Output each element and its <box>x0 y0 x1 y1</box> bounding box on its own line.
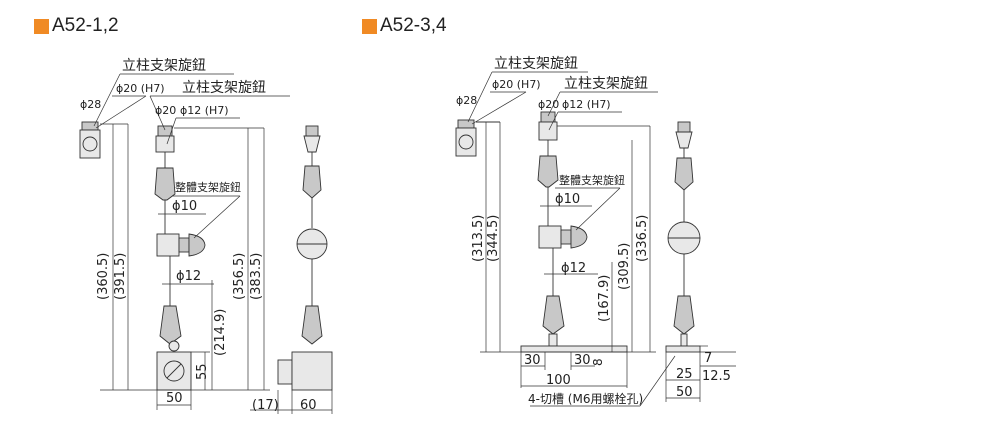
dim-label-336-5: (336.5) <box>635 215 650 262</box>
dim-label-7: 7 <box>704 351 712 366</box>
side-top-clamp <box>675 131 693 149</box>
header-right: A52-3,4 <box>362 14 447 38</box>
dim-label-309-5: (309.5) <box>617 243 632 290</box>
dim-label-313-5: (313.5) <box>471 215 486 262</box>
dim-label-100: 100 <box>546 373 571 388</box>
dim-label-391-5: (391.5) <box>113 253 128 300</box>
whole-knob <box>570 225 588 249</box>
lower-joint <box>159 305 182 345</box>
small-clamp-body <box>455 127 477 157</box>
small-clamp-top <box>457 119 475 129</box>
dim-label-50-right: 50 <box>676 385 693 400</box>
side-lower-joint <box>301 305 323 345</box>
leader <box>193 195 241 239</box>
side-upper-joint <box>674 157 694 191</box>
label-phi28: ϕ28 <box>456 94 477 107</box>
side-base-post <box>680 333 688 347</box>
leader <box>149 95 166 131</box>
small-clamp-body <box>79 129 101 159</box>
small-clamp-hole <box>82 136 98 152</box>
dim-label-167-9: (167.9) <box>597 275 612 322</box>
dim-label-50: 50 <box>166 391 183 406</box>
label-whole-knob: 整體支架旋鈕 <box>559 173 625 187</box>
label-phi12-h7: ϕ12 (H7) <box>562 98 611 111</box>
whole-knob <box>188 233 206 257</box>
leader <box>547 91 561 117</box>
dim-label-344-5: (344.5) <box>486 215 501 262</box>
label-phi28: ϕ28 <box>80 98 101 111</box>
base-pivot <box>168 340 180 352</box>
dim-label-214-9: (214.9) <box>213 309 228 356</box>
dim-label-60: 60 <box>300 398 317 413</box>
dim-label-30a: 30 <box>524 353 541 368</box>
label-phi20: ϕ20 <box>155 104 176 117</box>
label-phi20-h7: ϕ20 (H7) <box>116 82 165 95</box>
leader <box>575 187 621 231</box>
label-pillar-knob-2: 立柱支架旋鈕 <box>564 76 648 92</box>
dim-label-25: 25 <box>676 367 693 382</box>
dim-label-360-5: (360.5) <box>96 253 111 300</box>
header-right-title: A52-3,4 <box>380 15 447 36</box>
top-clamp-knob <box>540 111 556 123</box>
base-post <box>548 333 558 347</box>
orange-square-icon <box>362 18 377 34</box>
dim-label-12-5: 12.5 <box>702 369 731 384</box>
side-base-switch <box>277 359 293 385</box>
right-drawing: 立柱支架旋鈕 立柱支架旋鈕 ϕ20 (H7) ϕ28 ϕ20 ϕ12 (H7) … <box>455 56 736 407</box>
middle-clamp-neck <box>178 237 190 253</box>
middle-clamp <box>538 225 562 249</box>
leader <box>548 111 559 131</box>
label-phi10: ϕ10 <box>555 192 580 207</box>
header-left: A52-1,2 <box>34 14 119 38</box>
top-clamp-body <box>155 135 175 153</box>
side-base <box>291 351 333 391</box>
side-flat-base <box>665 345 701 353</box>
label-slot-note: 4-切槽 (M6用螺栓孔) <box>528 391 643 406</box>
leader <box>93 73 121 127</box>
side-top-knob <box>305 125 319 137</box>
label-pillar-knob-2: 立柱支架旋鈕 <box>182 80 266 96</box>
label-phi12: ϕ12 <box>561 261 586 276</box>
label-phi12: ϕ12 <box>176 269 201 284</box>
label-phi20: ϕ20 <box>538 98 559 111</box>
side-top-knob <box>677 121 691 133</box>
header-left-title: A52-1,2 <box>52 15 119 36</box>
dim-label-8: 8 <box>591 358 605 366</box>
label-phi20-h7: ϕ20 (H7) <box>492 78 541 91</box>
top-clamp-body <box>538 121 558 141</box>
leader <box>95 95 147 129</box>
orange-square-icon <box>34 18 49 34</box>
dim-label-30b: 30 <box>574 353 591 368</box>
label-pillar-knob: 立柱支架旋鈕 <box>494 56 578 72</box>
leader <box>467 71 493 123</box>
upper-joint <box>154 167 176 201</box>
dim-label-356-5: (356.5) <box>232 253 247 300</box>
side-upper-joint <box>302 165 322 199</box>
small-clamp-hole <box>458 134 474 150</box>
side-lower-joint <box>673 295 695 335</box>
dim-label-55: 55 <box>195 363 210 380</box>
left-drawing: 立柱支架旋鈕 立柱支架旋鈕 ϕ20 (H7) ϕ28 ϕ20 ϕ12 (H7) … <box>79 58 333 414</box>
lower-joint <box>542 295 565 335</box>
dim-label-17: (17) <box>252 398 279 413</box>
side-top-clamp <box>303 135 321 153</box>
middle-clamp-neck <box>560 229 572 245</box>
leader <box>166 117 177 145</box>
top-clamp-knob <box>157 125 173 137</box>
label-phi10: ϕ10 <box>172 199 197 214</box>
label-pillar-knob: 立柱支架旋鈕 <box>122 58 206 74</box>
upper-joint <box>537 155 559 188</box>
label-phi12-h7: ϕ12 (H7) <box>180 104 229 117</box>
leader <box>471 91 527 125</box>
flat-base <box>520 345 628 353</box>
label-whole-knob: 整體支架旋鈕 <box>175 180 241 194</box>
base-switch-mark <box>166 363 182 379</box>
leader <box>639 355 676 407</box>
middle-clamp <box>156 233 180 257</box>
dim-label-383-5: (383.5) <box>249 253 264 300</box>
base-switch <box>163 360 185 382</box>
